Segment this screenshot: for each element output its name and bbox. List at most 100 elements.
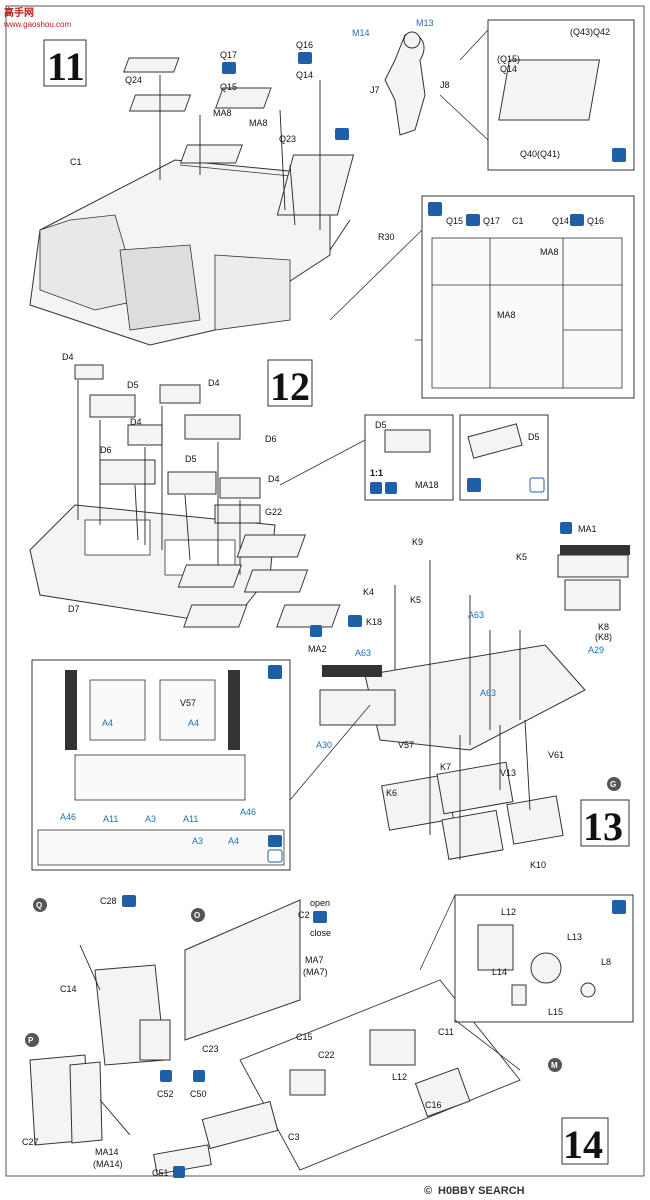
label-labels-d4a: D4 <box>62 352 74 362</box>
label-labels-q14: Q14 <box>296 70 313 80</box>
label-labels-q14b: Q14 <box>500 64 517 74</box>
label-labels-k9: K9 <box>412 537 423 547</box>
step-11-box <box>43 39 87 87</box>
suspension-frame <box>239 979 521 1171</box>
turret-hull <box>364 644 586 751</box>
label-labels-dd5: D5 <box>375 420 387 430</box>
label-labels-dq14: Q14 <box>552 216 569 226</box>
circled-q <box>33 898 47 912</box>
label-labels-ma8b: MA8 <box>249 118 268 128</box>
paint-brush-icon <box>467 478 481 492</box>
step-11: 11 Q24 Q17 Q15 MA8 Q16 Q14 MA8 Q23 <box>29 18 635 399</box>
cement-icon <box>313 911 327 923</box>
step-13-number: 13 <box>583 804 623 849</box>
label-ratio: 1:1 <box>370 468 383 478</box>
paint-brush-icon <box>268 835 282 847</box>
circled-m <box>548 1058 562 1072</box>
label-labels-k5b: K5 <box>410 595 421 605</box>
label-labels-j7: J7 <box>370 85 380 95</box>
label-labels-q43q42: (Q43)Q42 <box>570 27 610 37</box>
watermark-brand: 高手网 <box>4 6 34 19</box>
label-options-open: open <box>310 898 330 908</box>
label-labels-c3: C3 <box>288 1132 300 1142</box>
cement-icon <box>173 1166 185 1178</box>
label-labels-c28: C28 <box>100 896 117 906</box>
label-labels-c15: C15 <box>296 1032 313 1042</box>
cement-icon <box>222 62 236 74</box>
label-labels-a4a: A4 <box>102 718 113 728</box>
label-labels-c1: C1 <box>70 157 82 167</box>
label-labels-k5: K5 <box>516 552 527 562</box>
watermark-logo: 高手网 www.gaoshou.com <box>3 6 71 29</box>
times-two-icon <box>348 615 362 627</box>
footer-watermark: © H0BBY SEARCH <box>424 1185 525 1197</box>
label-labels-q23: Q23 <box>279 134 296 144</box>
times-two-icon <box>385 482 397 494</box>
label-labels-q17: Q17 <box>220 50 237 60</box>
label-labels-a4b: A4 <box>188 718 199 728</box>
label-labels-q40q41: Q40(Q41) <box>520 149 560 159</box>
label-labels-c27: C27 <box>22 1137 39 1147</box>
label-labels-k7: K7 <box>440 762 451 772</box>
circled-p <box>25 1033 39 1047</box>
label-labels-l13: L13 <box>567 932 582 942</box>
label-labels-l14: L14 <box>492 967 507 977</box>
label-labels-q15b: (Q15) <box>497 54 520 64</box>
label-labels-ma1: MA1 <box>578 524 597 534</box>
paint-brush-icon <box>612 148 626 162</box>
label-labels-v57b: V57 <box>180 698 196 708</box>
label-labels-a4c: A4 <box>228 836 239 846</box>
cement-icon <box>466 214 480 226</box>
label-labels-a11a: A11 <box>103 814 118 824</box>
label-labels-d5b: D5 <box>185 454 197 464</box>
color-drop-icon <box>310 625 322 637</box>
label-labels-ma7: MA7 <box>305 955 324 965</box>
label-labels-k8b: (K8) <box>595 632 612 642</box>
label-labels-g22: G22 <box>265 507 282 517</box>
step-14: 14 Q C28 C14 O C2 open close MA7 (MA7) C… <box>22 894 634 1178</box>
label-labels-c51: C51 <box>152 1168 169 1178</box>
step-13: 13 G K9 K5 K4 K5 K18 A63 A63 A63 <box>31 522 630 871</box>
footer-copyright: © <box>424 1185 432 1197</box>
label-labels-c52: C52 <box>157 1089 174 1099</box>
cement-icon <box>335 128 349 140</box>
watermark-url: www.gaoshou.com <box>3 20 71 29</box>
step-14-number: 14 <box>563 1122 603 1167</box>
step-13-box <box>580 799 630 847</box>
label-labels-a29: A29 <box>588 645 604 655</box>
label-labels-a3b: A3 <box>192 836 203 846</box>
label-labels-v13: V13 <box>500 768 516 778</box>
arrow-up-icon <box>122 895 136 907</box>
label-labels-d6b: D6 <box>265 434 277 444</box>
label-labels-l12b: L12 <box>501 907 516 917</box>
label-circled-q: Q <box>36 901 42 910</box>
label-labels-a46a: A46 <box>60 812 76 822</box>
label-labels-ma18: MA18 <box>415 480 439 490</box>
label-labels-d4d: D4 <box>268 474 280 484</box>
label-labels-r30: R30 <box>378 232 395 242</box>
label-labels-l8: L8 <box>601 957 611 967</box>
label-labels-dma8b: MA8 <box>497 310 516 320</box>
label-labels-c16: C16 <box>425 1100 442 1110</box>
hatch-pattern-icon <box>529 477 545 493</box>
label-labels-j8: J8 <box>440 80 450 90</box>
hull-side <box>214 254 291 331</box>
part-ma2 <box>322 665 382 677</box>
label-labels-k10: K10 <box>530 860 546 870</box>
paint-brush-icon <box>370 482 382 494</box>
label-labels-a30: A30 <box>316 740 332 750</box>
label-labels-v61: V61 <box>548 750 564 760</box>
label-labels-d4c: D4 <box>130 417 142 427</box>
label-labels-k4: K4 <box>363 587 374 597</box>
label-circled-p: P <box>28 1036 34 1045</box>
circled-o <box>191 908 205 922</box>
hatch-pattern-icon <box>267 849 283 863</box>
part-q23 <box>179 144 243 164</box>
step-11-number: 11 <box>47 44 85 89</box>
label-circled-g: G <box>610 780 616 789</box>
label-labels-a11b: A11 <box>183 814 198 824</box>
step-12-number: 12 <box>270 364 310 409</box>
label-labels-m13: M13 <box>416 18 434 28</box>
part-q14 <box>215 87 272 109</box>
